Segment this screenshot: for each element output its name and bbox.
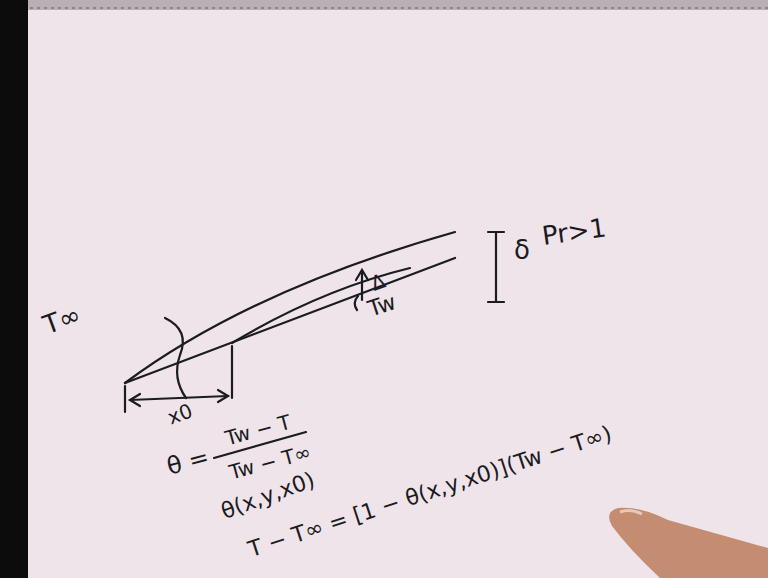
x0-dimension-line <box>130 396 228 400</box>
paper-dotted-edge <box>30 7 768 9</box>
thermal-boundary-layer-edge <box>232 268 410 343</box>
theta-definition: θ = <box>164 444 212 480</box>
unheated-length: x0 <box>165 399 196 428</box>
delta-bracket <box>488 232 504 302</box>
pointing-finger <box>609 508 768 578</box>
velocity-profile <box>165 318 186 398</box>
dark-left-band <box>0 0 28 578</box>
free-stream-temperature: T∞ <box>39 300 84 340</box>
boundary-layer-thickness: δ <box>514 236 530 265</box>
prandtl-condition: Pr>1 <box>540 213 608 250</box>
fingernail <box>620 510 642 514</box>
delta-arrow-head <box>356 270 368 280</box>
velocity-boundary-layer-edge <box>125 232 455 383</box>
fraction-numerator: Tw − T <box>223 411 293 450</box>
wall-temperature: Tw <box>365 290 399 322</box>
paper-top-edge <box>0 0 768 10</box>
wall-bracket <box>355 296 358 310</box>
delta-arrow <box>361 272 363 300</box>
plate-line <box>125 258 455 383</box>
thermal-layer-thickness: Δ <box>368 269 388 294</box>
